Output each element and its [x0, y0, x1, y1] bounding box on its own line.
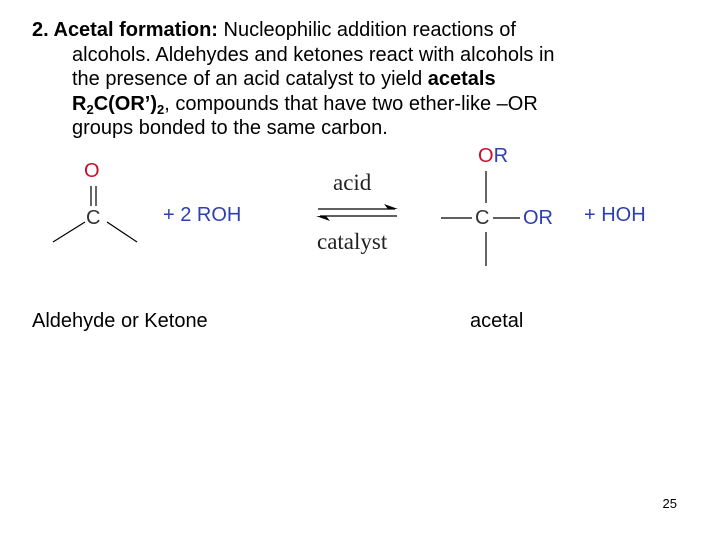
caption-aldehyde-ketone: Aldehyde or Ketone — [32, 310, 208, 332]
paragraph-line-2: alcohols. Aldehydes and ketones react wi… — [72, 43, 555, 66]
acetal-top-or: OR — [478, 145, 509, 167]
byproduct-hoh: + HOH — [584, 204, 646, 226]
caption-acetal: acetal — [470, 310, 524, 332]
bond-left-substituent — [52, 221, 86, 243]
acetal-right-or: OR — [523, 207, 553, 229]
paragraph-line-4: R2C(OR’)2, compounds that have two ether… — [72, 92, 538, 117]
page-number: 25 — [662, 496, 677, 511]
formula: R2C(OR’)2 — [72, 92, 165, 117]
reagent-roh: + 2 ROH — [163, 204, 242, 226]
carbonyl-carbon: C — [86, 207, 101, 229]
forward-arrow-head — [384, 204, 398, 209]
paragraph-line-5: groups bonded to the same carbon. — [72, 117, 388, 139]
section-heading: 2. Acetal formation: — [32, 19, 218, 41]
arrow-label-acid: acid — [333, 170, 372, 195]
acetal-carbon: C — [475, 207, 490, 229]
arrow-label-catalyst: catalyst — [317, 229, 388, 254]
reverse-arrow-head — [316, 216, 330, 221]
bond-right-substituent — [106, 221, 138, 243]
paragraph-line-1: 2. Acetal formation: Nucleophilic additi… — [32, 19, 516, 41]
paragraph-line-3: the presence of an acid catalyst to yiel… — [72, 68, 496, 90]
term-acetals: acetals — [427, 68, 496, 90]
body-paragraph: 2. Acetal formation: Nucleophilic additi… — [32, 18, 712, 141]
carbonyl-oxygen: O — [84, 160, 100, 182]
